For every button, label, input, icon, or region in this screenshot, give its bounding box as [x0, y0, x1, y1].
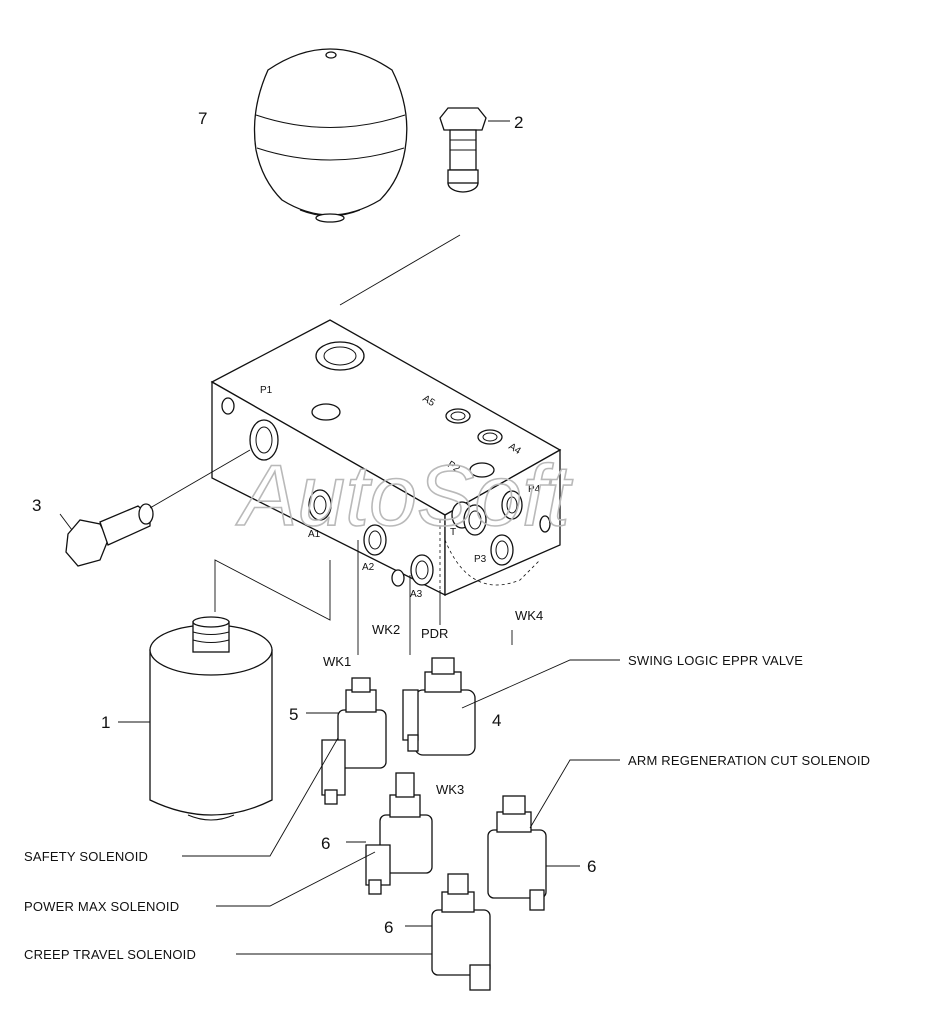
- safety-solenoid-part: [321, 677, 387, 805]
- accumulator-part: [253, 48, 408, 223]
- watermark-text: AutoSoft: [235, 448, 573, 544]
- label-creep-travel-solenoid: CREEP TRAVEL SOLENOID: [24, 947, 196, 962]
- callout-7: 7: [198, 109, 207, 128]
- filter-part: [149, 616, 273, 821]
- plug-part: [439, 107, 487, 193]
- port-label-p3: P3: [474, 554, 487, 565]
- connector-pdr: PDR: [421, 626, 448, 641]
- connector-wk2: WK2: [372, 622, 400, 637]
- port-label-t: T: [450, 527, 456, 538]
- callout-6-power-max: 6: [321, 834, 330, 853]
- arm-regen-solenoid-part: [487, 795, 547, 911]
- callout-4: 4: [492, 711, 501, 730]
- port-label-p1: P1: [260, 385, 273, 396]
- port-label-a2: A2: [362, 562, 375, 573]
- power-max-solenoid-part: [365, 772, 433, 895]
- callout-6-arm-regen: 6: [587, 857, 596, 876]
- connector-wk3: WK3: [436, 782, 464, 797]
- port-label-a1: A1: [308, 529, 321, 540]
- creep-travel-solenoid-part: [431, 873, 491, 991]
- callout-5: 5: [289, 705, 298, 724]
- callout-2: 2: [514, 113, 523, 132]
- port-label-p4: P4: [528, 484, 541, 495]
- label-power-max-solenoid: POWER MAX SOLENOID: [24, 899, 179, 914]
- connector-wk1: WK1: [323, 654, 351, 669]
- eppr-valve-part: [402, 657, 476, 756]
- port-label-a3: A3: [410, 589, 423, 600]
- drain-plug-part: [65, 503, 154, 567]
- callout-1: 1: [101, 713, 110, 732]
- callout-3: 3: [32, 496, 41, 515]
- label-arm-regeneration-cut-solenoid: ARM REGENERATION CUT SOLENOID: [628, 753, 870, 768]
- label-safety-solenoid: SAFETY SOLENOID: [24, 849, 148, 864]
- connector-wk4: WK4: [515, 608, 543, 623]
- valve-block: [210, 319, 562, 597]
- callout-6-creep-travel: 6: [384, 918, 393, 937]
- label-swing-logic-eppr-valve: SWING LOGIC EPPR VALVE: [628, 653, 803, 668]
